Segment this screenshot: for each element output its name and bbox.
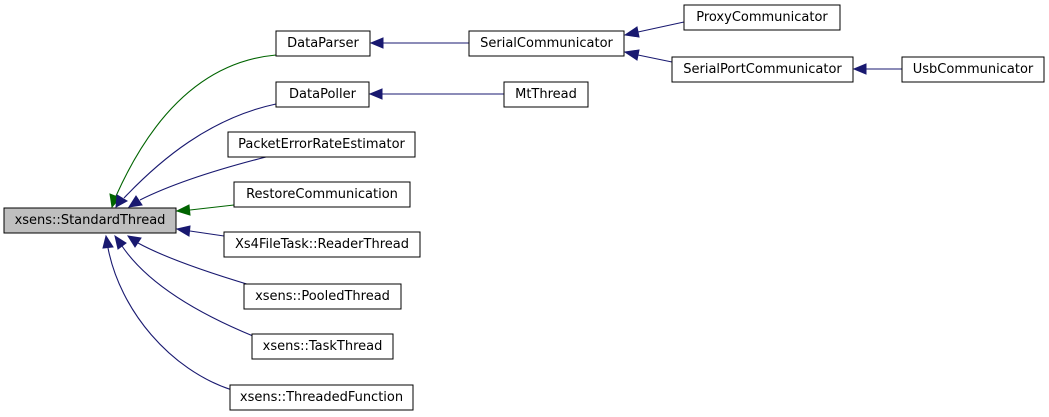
node-label: xsens::PooledThread [255, 289, 390, 304]
node-usb-communicator[interactable]: UsbCommunicator [901, 56, 1045, 83]
edge-reader-thread-to-standard-thread [175, 225, 225, 237]
node-packet-error-rate-estimator[interactable]: PacketErrorRateEstimator [227, 131, 416, 158]
node-serial-communicator[interactable]: SerialCommunicator [468, 30, 625, 57]
node-task-thread[interactable]: xsens::TaskThread [251, 333, 394, 360]
node-label: SerialPortCommunicator [683, 62, 842, 77]
node-serial-port-communicator[interactable]: SerialPortCommunicator [671, 56, 854, 83]
edge-restore-communication-to-standard-thread [175, 204, 235, 216]
edge-proxy-communicator-to-serial-communicator [623, 21, 685, 38]
edge-data-poller-to-standard-thread [115, 103, 277, 208]
node-label: xsens::ThreadedFunction [240, 390, 403, 405]
node-label: ProxyCommunicator [696, 10, 828, 25]
node-label: MtThread [515, 87, 577, 102]
node-standard-thread[interactable]: xsens::StandardThread [3, 207, 177, 234]
node-mt-thread[interactable]: MtThread [503, 81, 589, 108]
edge-usb-communicator-to-serial-port-communicator [852, 63, 902, 75]
edges [102, 21, 902, 391]
node-data-parser[interactable]: DataParser [275, 30, 371, 57]
node-label: Xs4FileTask::ReaderThread [235, 237, 409, 252]
edge-serial-port-communicator-to-serial-communicator [623, 49, 673, 63]
node-label: xsens::TaskThread [263, 339, 383, 354]
node-reader-thread[interactable]: Xs4FileTask::ReaderThread [223, 231, 421, 258]
node-label: xsens::StandardThread [15, 213, 166, 228]
node-pooled-thread[interactable]: xsens::PooledThread [243, 283, 402, 310]
edge-serial-communicator-to-data-parser [369, 37, 469, 49]
edge-threaded-function-to-standard-thread [102, 234, 233, 391]
node-data-poller[interactable]: DataPoller [275, 81, 370, 108]
node-label: DataPoller [289, 87, 357, 102]
node-restore-communication[interactable]: RestoreCommunication [233, 181, 411, 208]
node-label: DataParser [287, 36, 359, 51]
node-label: RestoreCommunication [246, 187, 398, 202]
node-label: SerialCommunicator [480, 36, 613, 51]
edge-mt-thread-to-data-poller [368, 88, 504, 100]
edge-task-thread-to-standard-thread [114, 234, 254, 337]
node-label: UsbCommunicator [913, 62, 1034, 77]
node-label: PacketErrorRateEstimator [238, 137, 405, 152]
edge-pooled-thread-to-standard-thread [126, 235, 251, 286]
node-proxy-communicator[interactable]: ProxyCommunicator [683, 4, 841, 31]
edge-packet-error-rate-estimator-to-standard-thread [127, 156, 267, 208]
node-threaded-function[interactable]: xsens::ThreadedFunction [229, 384, 414, 411]
